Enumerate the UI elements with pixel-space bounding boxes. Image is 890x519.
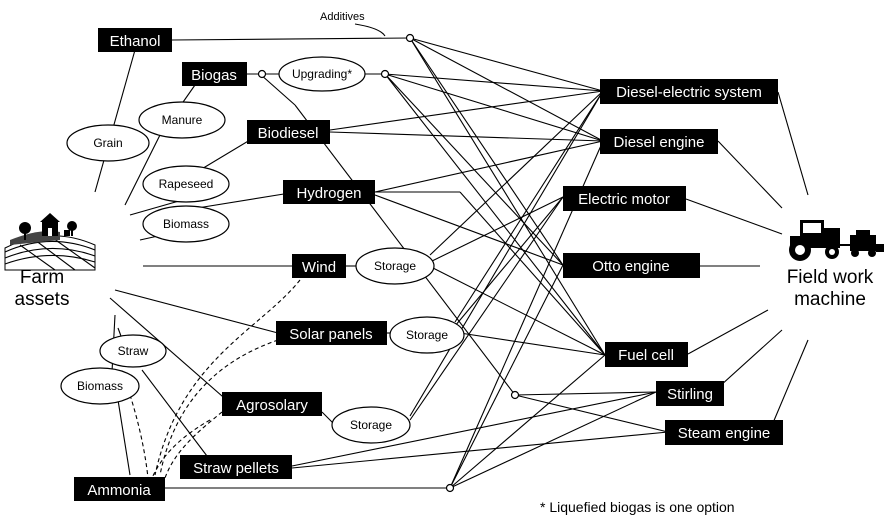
tractor-icon	[789, 220, 884, 261]
straw-pellets-box: Straw pellets	[180, 455, 292, 479]
svg-text:Storage: Storage	[374, 259, 416, 273]
wind-box: Wind	[292, 254, 346, 278]
svg-text:Ammonia: Ammonia	[87, 482, 151, 499]
ammonia-box: Ammonia	[74, 477, 165, 501]
biodiesel-box: Biodiesel	[247, 120, 330, 144]
junctions	[257, 33, 520, 493]
svg-text:Diesel engine: Diesel engine	[614, 134, 705, 151]
hydrogen-box: Hydrogen	[283, 180, 375, 204]
biomass-top-oval: Biomass	[142, 205, 230, 243]
rapeseed-oval: Rapeseed	[142, 165, 230, 203]
svg-text:Straw: Straw	[118, 344, 149, 358]
farm-landscape-icon	[4, 213, 96, 271]
svg-text:Ethanol: Ethanol	[110, 33, 161, 50]
additives-junction	[405, 33, 415, 43]
farm-assets-label-line1: Farm	[20, 267, 64, 288]
svg-text:Diesel-electric system: Diesel-electric system	[616, 84, 762, 101]
diesel-engine-box: Diesel engine	[600, 129, 718, 154]
manure-oval: Manure	[138, 101, 226, 139]
svg-text:Biomass: Biomass	[163, 217, 209, 231]
steam-engine-box: Steam engine	[665, 420, 783, 445]
svg-text:Grain: Grain	[93, 136, 122, 150]
ethanol-box: Ethanol	[98, 28, 172, 52]
svg-text:Hydrogen: Hydrogen	[296, 185, 361, 202]
svg-text:Agrosolary: Agrosolary	[236, 397, 308, 414]
stirling-junction	[510, 390, 520, 400]
fuel-cell-box: Fuel cell	[605, 342, 688, 367]
diesel-electric-system-box: Diesel-electric system	[600, 79, 778, 104]
footnote: * Liquefied biogas is one option	[540, 499, 735, 515]
svg-text:Rapeseed: Rapeseed	[159, 177, 214, 191]
storage-solar-oval: Storage	[389, 316, 465, 354]
svg-text:Stirling: Stirling	[667, 386, 713, 403]
svg-text:Solar panels: Solar panels	[289, 326, 372, 343]
storage-wind-oval: Storage	[355, 247, 435, 285]
ammonia-junction	[445, 483, 455, 493]
biogas-box: Biogas	[182, 62, 247, 86]
svg-text:Biodiesel: Biodiesel	[258, 125, 319, 142]
upgrading-oval: Upgrading*	[278, 56, 366, 92]
agrosolary-box: Agrosolary	[222, 392, 322, 416]
farm-assets-label-line2: assets	[15, 289, 70, 310]
stirling-box: Stirling	[656, 381, 724, 406]
storage-agro-oval: Storage	[331, 406, 411, 444]
grain-oval: Grain	[66, 124, 150, 162]
svg-text:Storage: Storage	[406, 328, 448, 342]
svg-text:Steam engine: Steam engine	[678, 425, 771, 442]
electric-motor-box: Electric motor	[563, 186, 686, 211]
straw-oval: Straw	[99, 334, 167, 368]
svg-text:Straw pellets: Straw pellets	[193, 460, 279, 477]
biogas-junction	[257, 69, 267, 79]
svg-text:Electric motor: Electric motor	[578, 191, 670, 208]
svg-text:Upgrading*: Upgrading*	[292, 67, 352, 81]
svg-text:Wind: Wind	[302, 259, 336, 276]
field-work-machine-label-line1: Field work	[787, 267, 874, 288]
svg-text:Manure: Manure	[162, 113, 203, 127]
additives-label: Additives	[320, 11, 365, 23]
svg-text:Storage: Storage	[350, 418, 392, 432]
biomass-bottom-oval: Biomass	[60, 367, 140, 405]
upgrading-junction	[380, 69, 390, 79]
solar-panels-box: Solar panels	[276, 321, 387, 345]
svg-text:Fuel cell: Fuel cell	[618, 347, 674, 364]
field-work-machine-label-line2: machine	[794, 289, 866, 310]
otto-engine-box: Otto engine	[563, 253, 700, 278]
svg-text:Otto engine: Otto engine	[592, 258, 670, 275]
svg-text:Biomass: Biomass	[77, 379, 123, 393]
svg-text:Biogas: Biogas	[191, 67, 237, 84]
